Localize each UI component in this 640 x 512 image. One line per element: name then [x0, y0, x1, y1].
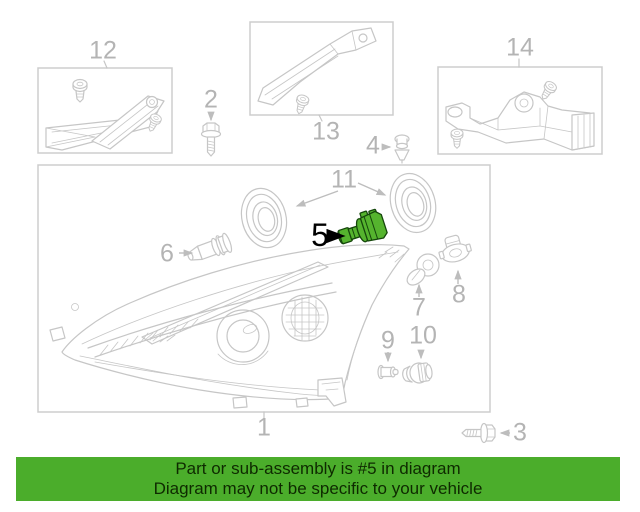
highlight-banner: Part or sub-assembly is #5 in diagram Di… [16, 457, 620, 501]
bracket-14-drawing [445, 79, 595, 151]
callout-5-highlighted: 5 [311, 217, 329, 253]
callout-6: 6 [160, 239, 174, 268]
banner-line-2: Diagram may not be specific to your vehi… [153, 479, 483, 498]
socket-10-icon [402, 362, 433, 384]
callout-13: 13 [312, 117, 340, 146]
callout-4: 4 [366, 131, 380, 160]
callout-10: 10 [409, 321, 437, 350]
bolt-3-icon [461, 422, 496, 444]
highlighted-part-5-bulb-icon [337, 208, 388, 245]
bracket-12-drawing [45, 78, 165, 151]
headlight-assembly-drawing [49, 244, 410, 409]
clip-4-icon [394, 134, 410, 164]
bracket-13-drawing [257, 27, 377, 116]
callout-8: 8 [452, 280, 466, 309]
bulb-9-icon [377, 364, 399, 380]
label-leader-lines [103, 58, 520, 419]
bulb-7-icon [406, 253, 440, 286]
socket-8-icon [438, 234, 472, 263]
callout-1: 1 [257, 413, 271, 442]
callout-11: 11 [331, 165, 357, 194]
callout-9: 9 [381, 326, 395, 355]
callout-arrows [179, 111, 510, 437]
callout-12: 12 [89, 36, 117, 65]
callout-7: 7 [412, 293, 426, 322]
callout-3: 3 [513, 418, 527, 447]
bolt-2-icon [200, 122, 222, 157]
banner-line-1: Part or sub-assembly is #5 in diagram [175, 459, 461, 478]
callout-2: 2 [204, 85, 218, 114]
callout-14: 14 [506, 33, 534, 62]
